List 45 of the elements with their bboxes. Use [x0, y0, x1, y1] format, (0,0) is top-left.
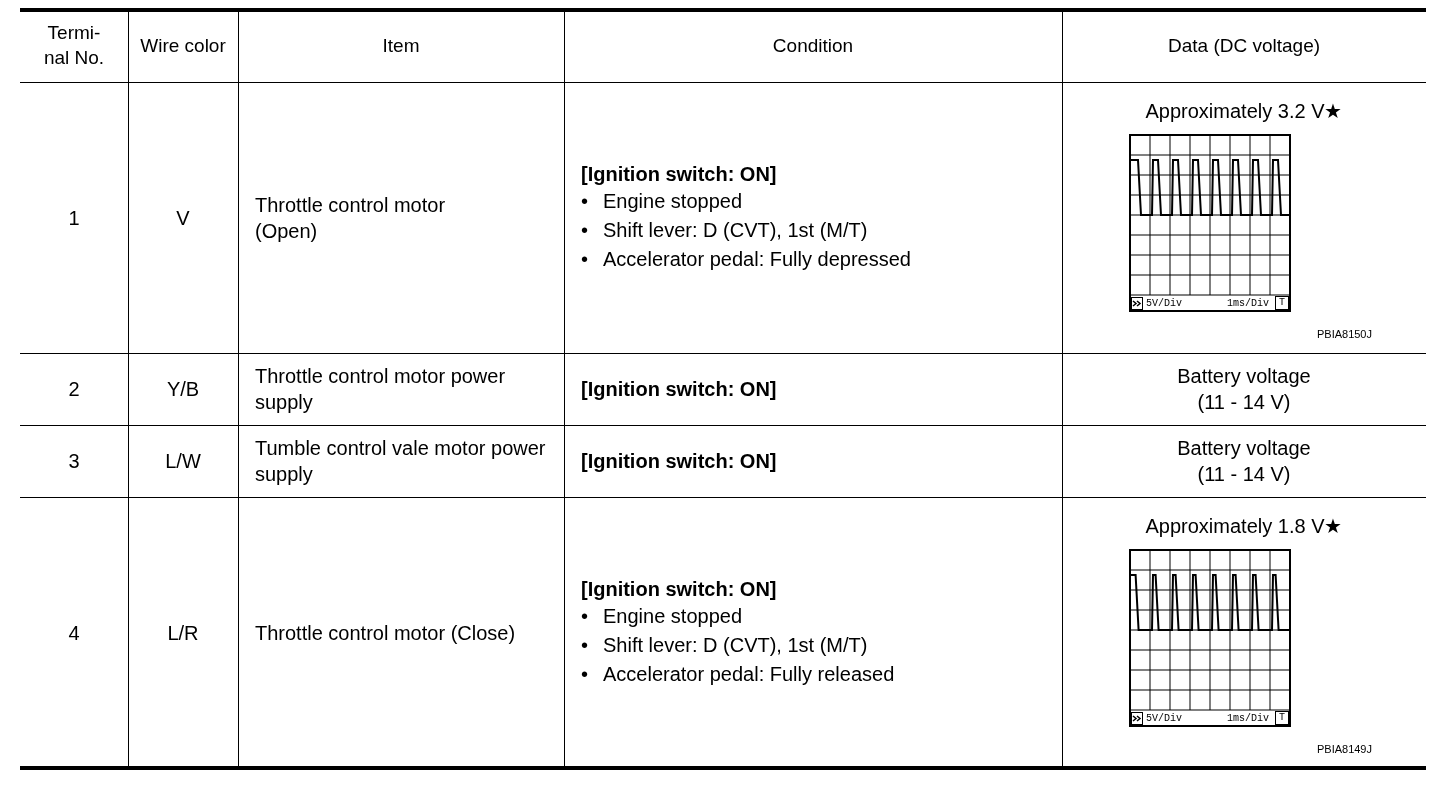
column-header: Condition [772, 33, 854, 58]
terminal-number: 3 [68, 449, 80, 474]
column-header: Termi- nal No. [42, 21, 106, 70]
condition-heading: [Ignition switch: ON] [581, 577, 778, 602]
figure-code: PBIA8150J [1316, 328, 1372, 340]
voltage-value: Battery voltage (11 - 14 V) [1176, 436, 1312, 487]
item-description: Throttle control motor (Open) [255, 192, 447, 244]
bullet: • [581, 662, 589, 687]
condition-item: Shift lever: D (CVT), 1st (M/T) [603, 633, 868, 658]
scale-label: 5V/Div [1146, 299, 1182, 309]
condition-heading: [Ignition switch: ON] [581, 377, 777, 402]
scale-label: 5V/Div [1146, 714, 1182, 724]
bullet: • [581, 604, 589, 629]
bullet: • [581, 218, 589, 243]
scale-label: 1ms/Div [1227, 714, 1269, 724]
column-header: Data (DC voltage) [1167, 33, 1321, 58]
bullet: • [581, 633, 589, 658]
item-description: Tumble control vale motor power supply [255, 436, 547, 487]
item-description: Throttle control motor (Close) [255, 620, 516, 646]
trigger-label: T [1275, 711, 1289, 725]
column-header: Item [382, 33, 420, 58]
figure-code: PBIA8149J [1316, 743, 1372, 755]
column-header: Wire color [140, 33, 226, 58]
bullet: • [581, 247, 589, 272]
terminal-number: 2 [68, 377, 80, 402]
condition-item: Accelerator pedal: Fully released [603, 662, 895, 687]
bullet: • [581, 189, 589, 214]
condition-item: Accelerator pedal: Fully depressed [603, 247, 911, 272]
wire-color: V [176, 205, 190, 231]
condition-item: Engine stopped [603, 604, 742, 629]
terminal-number: 1 [68, 205, 80, 231]
condition-item: Shift lever: D (CVT), 1st (M/T) [603, 218, 868, 243]
voltage-reading: Approximately 1.8 V★ [1144, 514, 1344, 539]
wire-color: Y/B [166, 377, 200, 402]
item-description: Throttle control motor power supply [255, 364, 507, 415]
terminal-number: 4 [68, 620, 80, 646]
voltage-value: Battery voltage (11 - 14 V) [1176, 364, 1312, 415]
voltage-reading: Approximately 3.2 V★ [1144, 99, 1344, 124]
trigger-label: T [1275, 296, 1289, 310]
condition-item: Engine stopped [603, 189, 742, 214]
wire-color: L/W [165, 449, 201, 474]
condition-heading: [Ignition switch: ON] [581, 162, 778, 187]
scale-label: 1ms/Div [1227, 299, 1269, 309]
condition-heading: [Ignition switch: ON] [581, 449, 777, 474]
wire-color: L/R [167, 620, 199, 646]
